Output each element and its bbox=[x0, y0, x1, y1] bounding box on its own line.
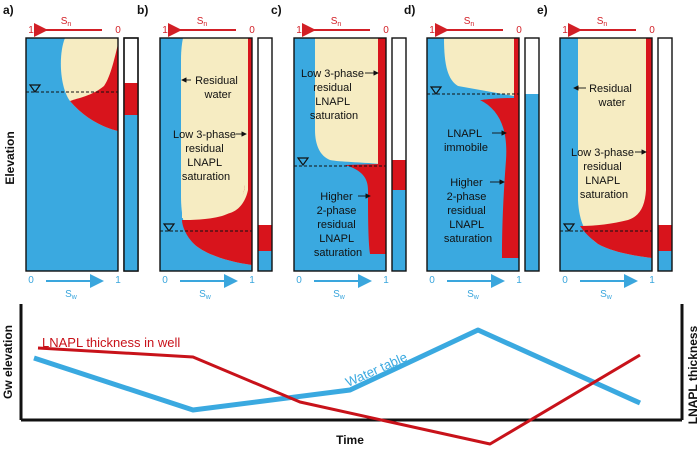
annotation-higher-2phase: Higher 2-phase residual LNAPL saturation bbox=[314, 191, 362, 259]
water-table-icon bbox=[429, 86, 443, 96]
panel-c: c) 1 0 Sn Low 3-phase residual LNAPL sat… bbox=[271, 3, 407, 301]
sn-right-tick: 0 bbox=[649, 25, 655, 36]
sw-right-tick: 1 bbox=[649, 275, 655, 286]
sw-axis-label: Sw bbox=[65, 289, 78, 301]
sw-left-tick: 0 bbox=[562, 275, 568, 286]
annotation-lnapl-immobile: LNAPL immobile bbox=[444, 128, 488, 154]
sn-left-tick: 1 bbox=[296, 25, 302, 36]
sw-axis-label: Sw bbox=[333, 289, 346, 301]
panel-letter: c) bbox=[271, 3, 282, 17]
sn-right-tick: 0 bbox=[115, 25, 121, 36]
time-axis-label: Time bbox=[336, 433, 364, 447]
sn-left-tick: 1 bbox=[162, 25, 168, 36]
sn-right-tick: 0 bbox=[383, 25, 389, 36]
well-lnapl-fill bbox=[124, 83, 138, 115]
annotation-low-3phase: Low 3-phase residual LNAPL saturation bbox=[301, 68, 367, 122]
sn-axis-label: Sn bbox=[331, 16, 342, 28]
sw-left-tick: 0 bbox=[296, 275, 302, 286]
annotation-residual-water: Residual water bbox=[589, 83, 635, 109]
well-bar bbox=[258, 38, 272, 271]
panel-letter: e) bbox=[537, 3, 548, 17]
sw-axis-label: Sw bbox=[199, 289, 212, 301]
water-table-icon bbox=[28, 84, 42, 94]
well-water-fill bbox=[392, 190, 406, 271]
well-lnapl-fill bbox=[258, 225, 272, 251]
lnapl-thickness-label: LNAPL thickness in well bbox=[42, 335, 180, 350]
sn-axis-label: Sn bbox=[464, 16, 475, 28]
sw-right-tick: 1 bbox=[383, 275, 389, 286]
water-table-icon bbox=[296, 157, 310, 167]
panel-letter: b) bbox=[137, 3, 148, 17]
sn-left-tick: 1 bbox=[28, 25, 34, 36]
sw-axis-label: Sw bbox=[600, 289, 613, 301]
annotation-low-3phase: Low 3-phase residual LNAPL saturation bbox=[571, 147, 637, 201]
sw-right-tick: 1 bbox=[516, 275, 522, 286]
sw-left-tick: 0 bbox=[162, 275, 168, 286]
well-water-fill bbox=[658, 251, 672, 271]
sw-right-tick: 1 bbox=[249, 275, 255, 286]
well-lnapl-fill bbox=[658, 225, 672, 251]
water-table-line bbox=[33, 327, 642, 413]
panel-a: a) 1 0 Sn 0 1 Sw bbox=[3, 3, 139, 301]
well-water-fill bbox=[124, 115, 138, 271]
well-bar bbox=[658, 38, 672, 271]
panel-letter: d) bbox=[404, 3, 415, 17]
elevation-axis-label: Elevation bbox=[3, 131, 17, 184]
well-lnapl-fill bbox=[392, 160, 406, 190]
sn-left-tick: 1 bbox=[429, 25, 435, 36]
panel-b: b) 1 0 Sn Residual water Low 3-phase res… bbox=[137, 3, 273, 301]
sn-axis-label: Sn bbox=[597, 16, 608, 28]
sn-axis-label: Sn bbox=[197, 16, 208, 28]
panel-d: d) 1 0 Sn LNAPL immobile Higher 2-phase … bbox=[404, 3, 540, 301]
annotation-higher-2phase: Higher 2-phase residual LNAPL saturation bbox=[444, 177, 492, 245]
well-water-fill bbox=[258, 251, 272, 271]
sw-right-tick: 1 bbox=[115, 275, 121, 286]
panel-e: e) 1 0 Sn Residual water Low 3-phase res… bbox=[537, 3, 673, 301]
lnapl-thickness-axis-label: LNAPL thickness bbox=[686, 325, 700, 424]
sn-axis-label: Sn bbox=[61, 16, 72, 28]
sn-right-tick: 0 bbox=[249, 25, 255, 36]
panel-letter: a) bbox=[3, 3, 14, 17]
well-water-fill bbox=[525, 94, 539, 271]
gw-elevation-axis-label: Gw elevation bbox=[1, 325, 15, 399]
lnapl-thickness-line bbox=[37, 346, 641, 446]
water-table-icon bbox=[562, 223, 576, 233]
sn-right-tick: 0 bbox=[516, 25, 522, 36]
sw-axis-label: Sw bbox=[467, 289, 480, 301]
annotation-residual-water: Residual water bbox=[195, 75, 241, 101]
annotation-low-3phase: Low 3-phase residual LNAPL saturation bbox=[173, 129, 239, 183]
sw-left-tick: 0 bbox=[28, 275, 34, 286]
sn-left-tick: 1 bbox=[562, 25, 568, 36]
sw-left-tick: 0 bbox=[429, 275, 435, 286]
water-table-icon bbox=[162, 223, 176, 233]
timeline-chart: LNAPL thickness in well Water table Time… bbox=[1, 304, 700, 447]
